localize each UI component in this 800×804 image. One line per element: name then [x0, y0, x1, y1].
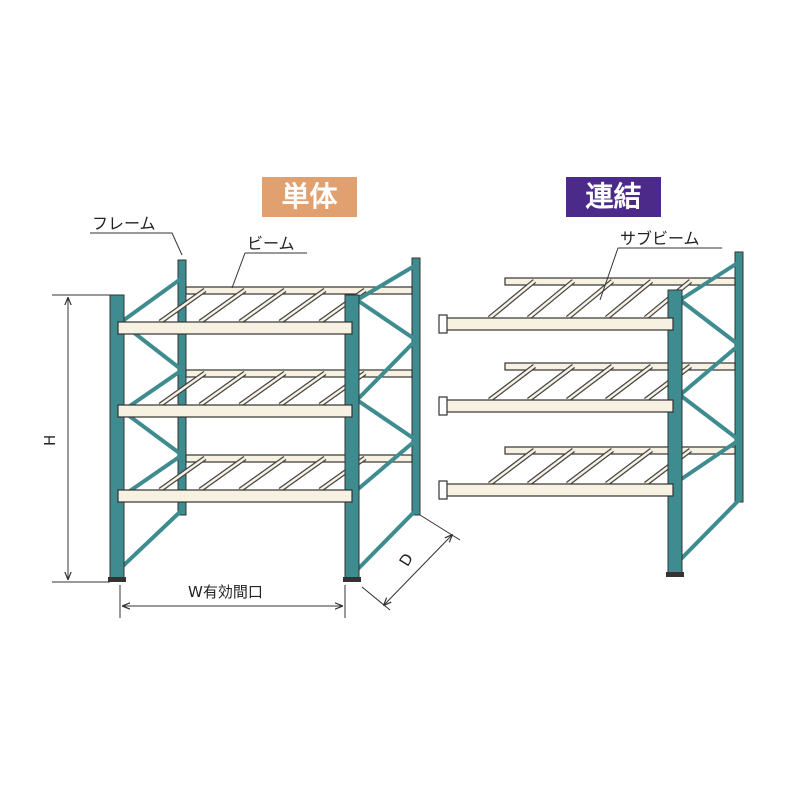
deck-slat	[159, 371, 206, 407]
beam-label: ビーム	[247, 234, 295, 253]
linked-back-beams	[504, 277, 736, 455]
height-label: H	[41, 435, 59, 446]
width-label: W有効間口	[188, 583, 263, 601]
deck-slat	[199, 456, 246, 492]
deck-slat	[566, 365, 614, 401]
back-right-upright	[411, 257, 421, 516]
front-left-upright	[109, 294, 125, 581]
deck-slat	[279, 371, 326, 407]
deck-slat	[279, 456, 326, 492]
linked-rack	[438, 251, 744, 577]
deck-slat	[527, 280, 575, 319]
linked-back-upright	[734, 251, 744, 503]
linked-front-beams	[444, 317, 674, 497]
single-rack	[108, 257, 421, 582]
left-side-bracing	[122, 276, 184, 567]
deck-slat	[199, 288, 246, 324]
back-beams	[185, 286, 413, 463]
linked-side-bracing	[678, 260, 741, 562]
deck-slat	[488, 365, 536, 401]
right-side-bracing	[355, 263, 418, 572]
front-beams	[117, 321, 353, 503]
deck-slat	[605, 365, 653, 401]
dimension-lines	[52, 294, 461, 618]
linked-title-badge: 連結	[566, 177, 661, 217]
deck-slat	[199, 371, 246, 407]
deck-slat	[527, 449, 575, 485]
deck-slat	[488, 449, 536, 485]
deck-slat	[605, 280, 653, 319]
deck-slat	[566, 280, 614, 319]
deck-slat	[239, 456, 286, 492]
left-base-plate	[108, 577, 126, 582]
deck-slat	[159, 288, 206, 324]
sub-beam-label: サブビーム	[620, 229, 700, 248]
deck-slat	[488, 280, 536, 319]
single-title-badge: 単体	[262, 177, 357, 217]
deck-slat	[239, 371, 286, 407]
callout-leaders	[90, 232, 722, 301]
depth-label: D	[396, 550, 417, 569]
right-base-plate	[343, 577, 361, 582]
deck-slats	[158, 287, 367, 493]
deck-slat	[605, 449, 653, 485]
deck-slat	[239, 288, 286, 324]
deck-slat	[566, 449, 614, 485]
linked-base-plate	[666, 572, 684, 577]
beam-end-connectors	[438, 314, 448, 500]
frame-label: フレーム	[92, 214, 156, 233]
deck-slat	[279, 288, 326, 324]
deck-slat	[527, 365, 575, 401]
linked-front-upright	[667, 289, 683, 576]
deck-slat	[159, 456, 206, 492]
front-right-upright	[344, 294, 360, 581]
